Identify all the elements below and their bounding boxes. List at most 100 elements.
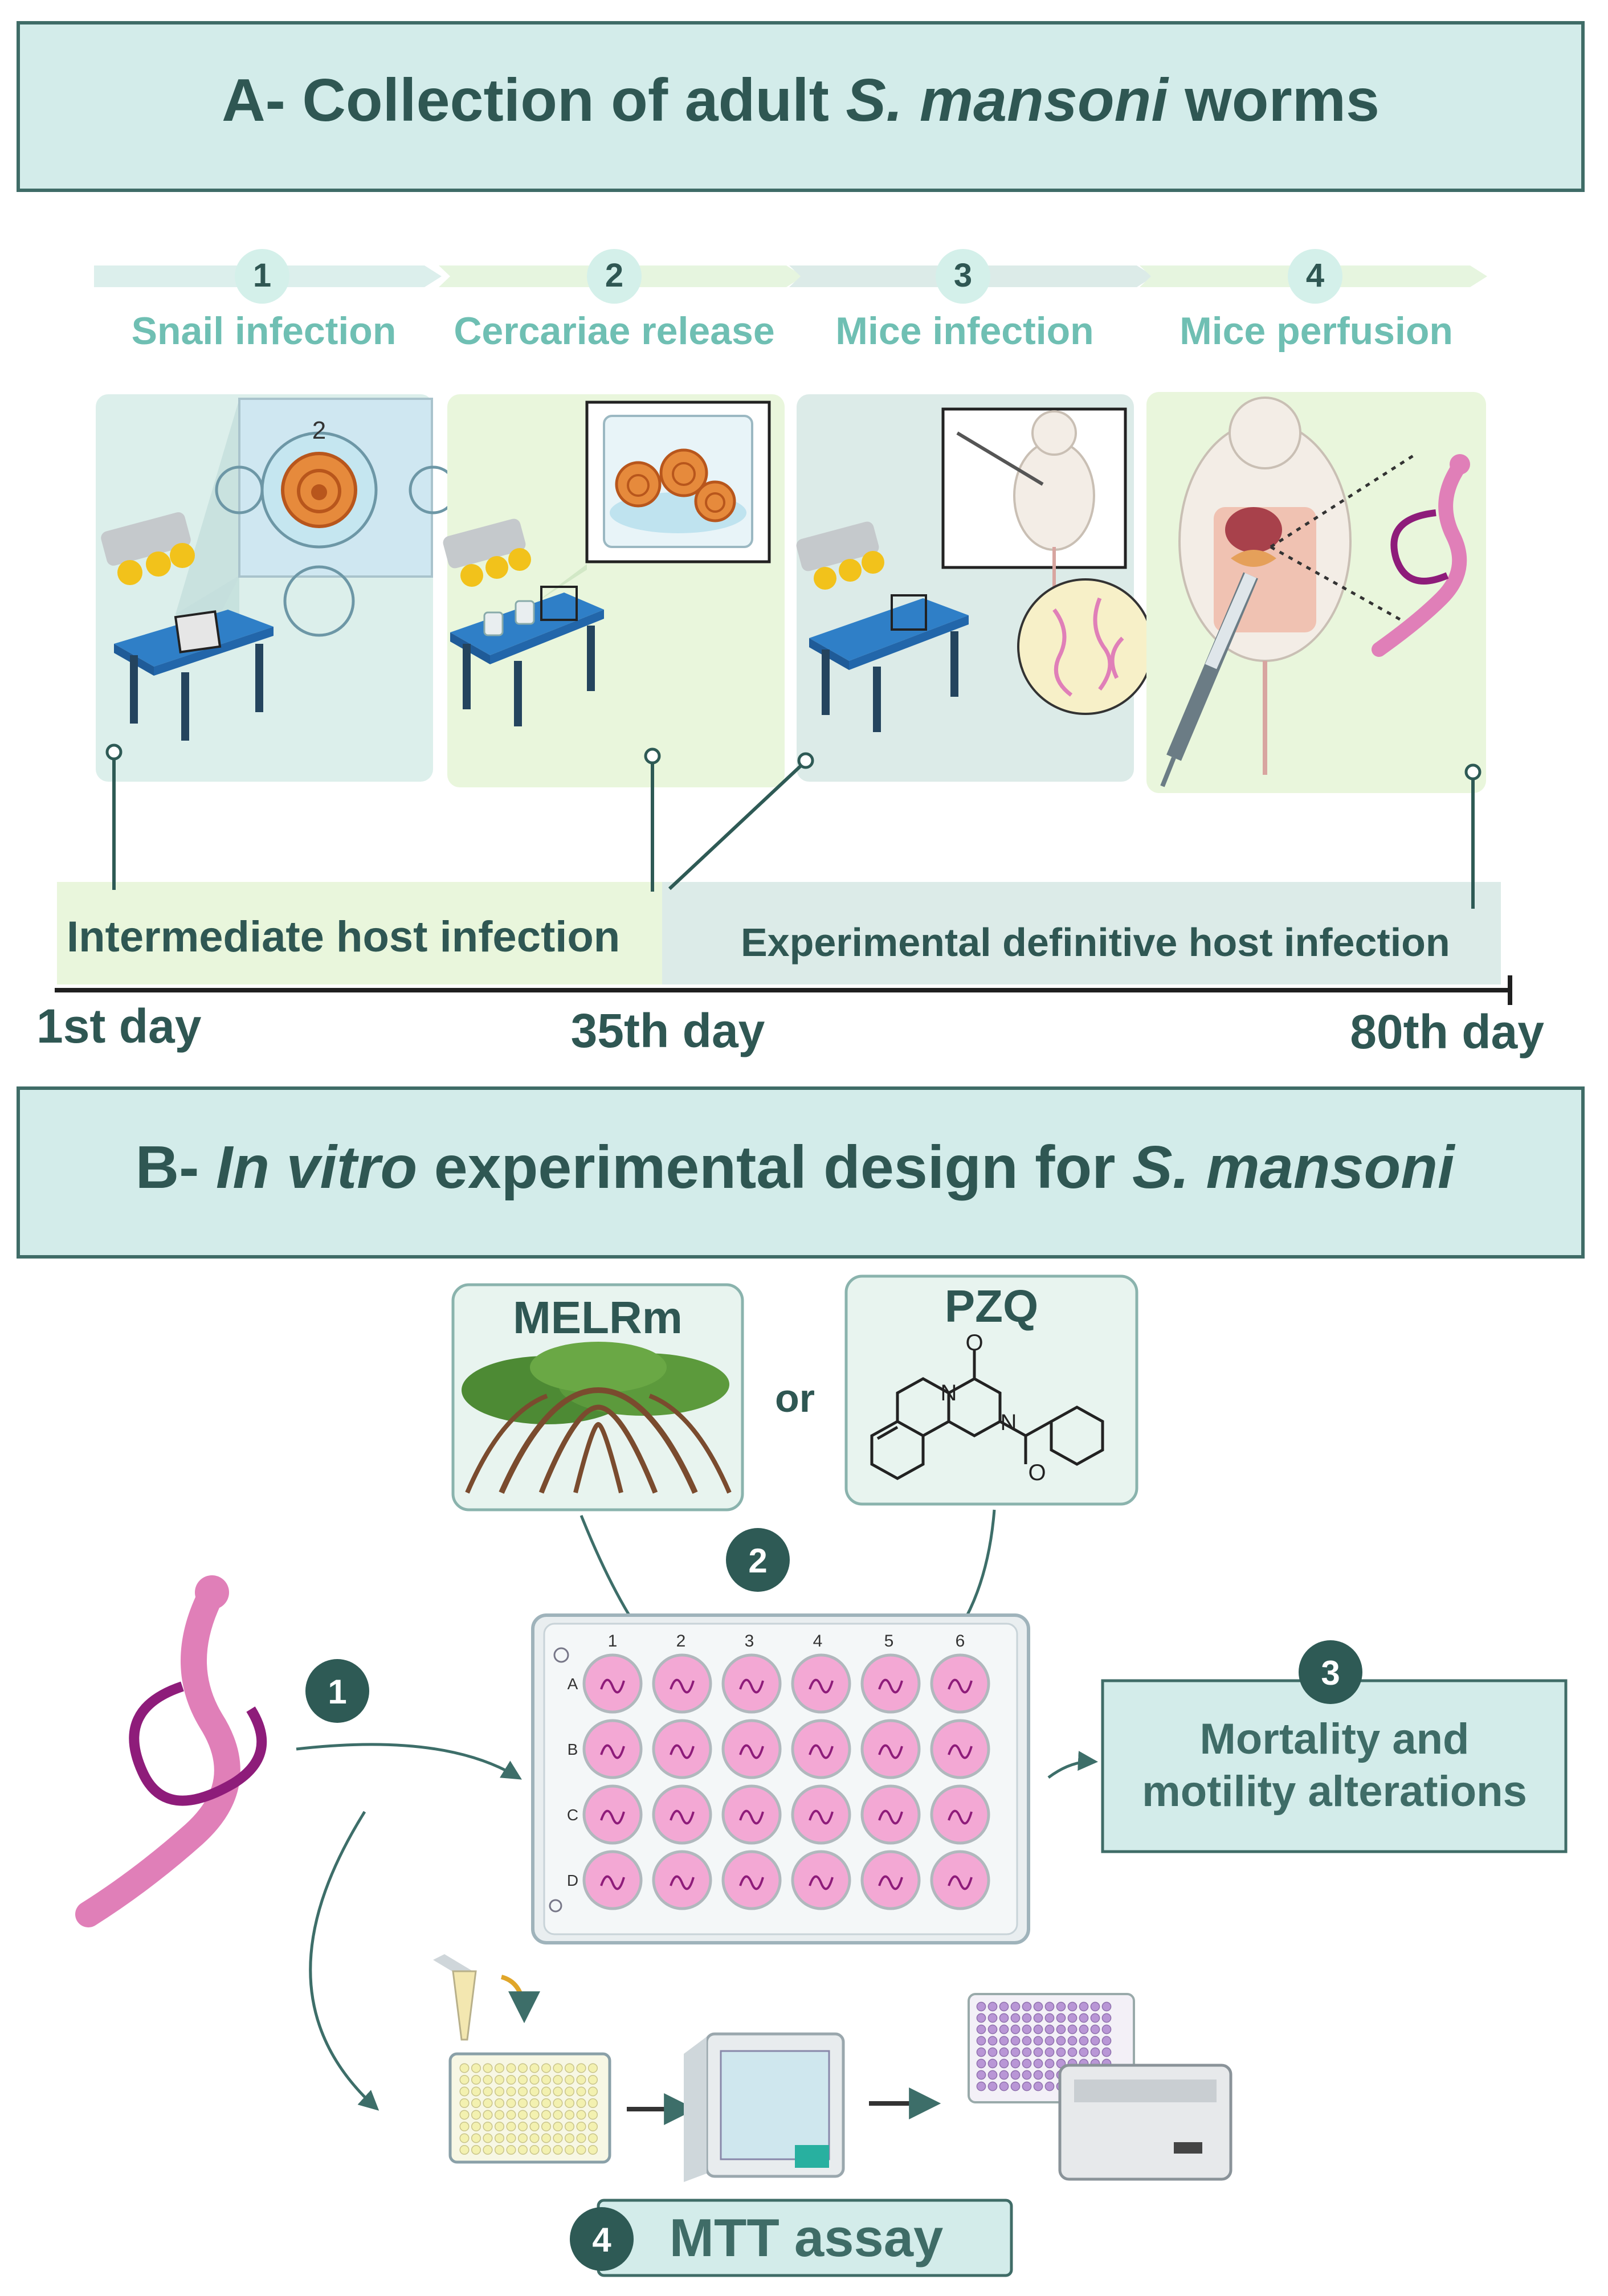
pzq-label: PZQ xyxy=(945,1281,1038,1331)
worm-in-well-icon xyxy=(739,1744,764,1759)
microplate-well xyxy=(529,2133,540,2143)
microplate-well xyxy=(1044,2024,1055,2034)
plate-well xyxy=(582,1784,643,1845)
outcome-line-1: Mortality and xyxy=(1200,1715,1470,1763)
or-label: or xyxy=(775,1376,815,1420)
microplate-well xyxy=(517,2144,528,2155)
pzq-atom-n-left: N xyxy=(941,1380,957,1406)
microplate-well xyxy=(999,2070,1009,2080)
snail-icon xyxy=(615,461,662,508)
worm-in-well-icon xyxy=(670,1809,695,1825)
plate-row-labels: A B C D xyxy=(567,1675,578,1889)
adult-worm-icon xyxy=(1372,454,1470,657)
plate-well xyxy=(791,1784,851,1845)
microplate-well xyxy=(517,2063,528,2073)
microplate-well xyxy=(1056,2047,1066,2057)
microplate-well xyxy=(517,2133,528,2143)
microplate-well xyxy=(1101,2047,1112,2057)
pzq-atom-o-bottom: O xyxy=(1028,1460,1046,1485)
svg-text:1: 1 xyxy=(328,1673,346,1711)
microplate-well xyxy=(999,2047,1009,2057)
worm-in-well-icon xyxy=(739,1809,764,1825)
microplate-well xyxy=(1044,2036,1055,2046)
microplate-well xyxy=(459,2121,470,2132)
microplate-well xyxy=(541,2074,552,2085)
plate-well xyxy=(860,1719,921,1779)
microplate-well xyxy=(576,2144,586,2155)
step-4-label: Mice perfusion xyxy=(1180,309,1453,353)
microplate-well xyxy=(1101,2036,1112,2046)
needle-icon xyxy=(956,431,1044,486)
worm-in-well-icon xyxy=(670,1744,695,1759)
microplate-well xyxy=(1044,2001,1055,2012)
microplate-well xyxy=(576,2086,586,2097)
microplate-well xyxy=(987,2024,998,2034)
microplate-well xyxy=(1056,2001,1066,2012)
microplate-well xyxy=(541,2133,552,2143)
mangrove-tree-icon xyxy=(462,1342,732,1494)
microplate-well xyxy=(459,2063,470,2073)
plate-well xyxy=(652,1719,712,1779)
microplate-well xyxy=(987,2036,998,2046)
microplate-well xyxy=(1010,2081,1021,2091)
microplate-well xyxy=(471,2063,481,2073)
plate-well xyxy=(582,1653,643,1714)
microplate-well xyxy=(576,2063,586,2073)
plate-well xyxy=(860,1784,921,1845)
microplate-well xyxy=(471,2121,481,2132)
worm-in-well-icon xyxy=(878,1678,903,1694)
microplate-well xyxy=(459,2110,470,2120)
microplate-well xyxy=(1044,2058,1055,2069)
microplate-well xyxy=(1033,2036,1043,2046)
microplate-well xyxy=(976,2036,986,2046)
microplate-well xyxy=(576,2121,586,2132)
microplate-well xyxy=(541,2086,552,2097)
worm-in-well-icon xyxy=(948,1744,973,1759)
microplate-well xyxy=(483,2121,493,2132)
step-2: 2 Cercariae release xyxy=(454,249,775,353)
incubator-icon xyxy=(684,2032,845,2182)
microplate-well xyxy=(976,2081,986,2091)
microplate-well xyxy=(1056,2013,1066,2023)
microplate-well xyxy=(1067,2036,1078,2046)
microplate-well xyxy=(506,2063,516,2073)
microplate-well xyxy=(1033,2013,1043,2023)
microplate-well xyxy=(1101,2001,1112,2012)
worm-in-well-icon xyxy=(670,1678,695,1694)
microplate-well xyxy=(587,2110,598,2120)
worm-in-well-icon xyxy=(809,1678,834,1694)
microplate-well xyxy=(976,2001,986,2012)
microplate-well xyxy=(1044,2047,1055,2057)
plate-well xyxy=(930,1653,990,1714)
step-4-number: 4 xyxy=(1306,257,1324,294)
microplate-well xyxy=(564,2098,575,2109)
svg-text:3: 3 xyxy=(1321,1654,1340,1692)
microplate-well xyxy=(529,2086,540,2097)
microplate-well xyxy=(506,2144,516,2155)
worm-in-well-icon xyxy=(600,1678,625,1694)
microplate-well xyxy=(1033,2058,1043,2069)
plate-well xyxy=(791,1719,851,1779)
microplate-well xyxy=(1079,2024,1089,2034)
plate-well xyxy=(930,1784,990,1845)
microplate-well xyxy=(999,2036,1009,2046)
microplate-well xyxy=(1044,2081,1055,2091)
microplate-well xyxy=(1079,2001,1089,2012)
microplate-well xyxy=(587,2063,598,2073)
timeline: 1st day 35th day 80th day xyxy=(36,975,1544,1059)
step-2-number: 2 xyxy=(605,257,623,294)
microplate-well xyxy=(459,2098,470,2109)
microplate-well xyxy=(1010,2013,1021,2023)
plate-well xyxy=(791,1850,851,1910)
worm-in-well-icon xyxy=(809,1744,834,1759)
microplate-well xyxy=(1079,2047,1089,2057)
step-1-number: 1 xyxy=(253,257,271,294)
microplate-well xyxy=(1033,2024,1043,2034)
worm-in-well-icon xyxy=(878,1875,903,1890)
microplate-well xyxy=(576,2098,586,2109)
microplate-well xyxy=(541,2110,552,2120)
lab-table-icon xyxy=(450,586,604,726)
microplate-well xyxy=(1067,2047,1078,2057)
step-3-label: Mice infection xyxy=(835,309,1093,353)
